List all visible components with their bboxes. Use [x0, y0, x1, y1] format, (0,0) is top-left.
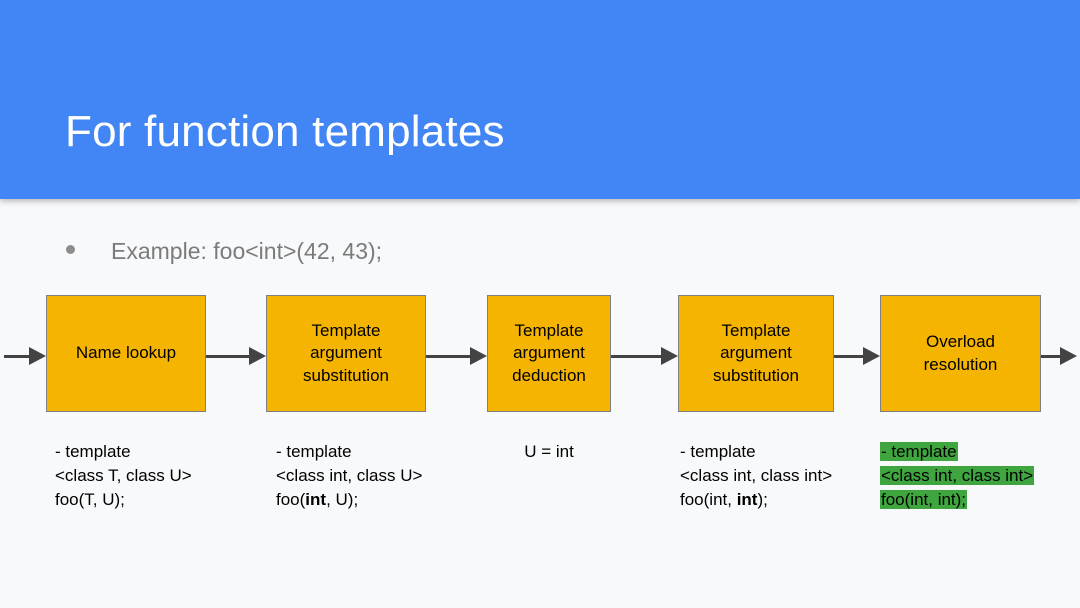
caption-highlight: <class int, class int> [880, 466, 1035, 486]
flow-box-line: argument [513, 343, 585, 363]
slide-header-banner: For function templates [0, 0, 1080, 199]
arrow-head-icon [249, 347, 266, 365]
flow-box-label: Name lookup [76, 342, 176, 365]
arrow-head-icon [470, 347, 487, 365]
caption-text: foo( [276, 490, 306, 510]
caption-highlight: - template [880, 442, 958, 461]
caption-substitution-2: - template<class int, class int>foo(int,… [680, 440, 832, 512]
caption-line: - template [680, 440, 832, 464]
caption-text: foo(int, int); [881, 490, 967, 510]
caption-line: - template [55, 440, 192, 464]
caption-name-lookup: - template <class T, class U> foo(T, U); [55, 440, 192, 512]
caption-text: ); [757, 490, 768, 510]
arrow-shaft [206, 354, 250, 358]
flow-box-line: Template [721, 320, 791, 340]
flow-box-line: Template [514, 320, 584, 340]
arrow-into-name-lookup [4, 344, 46, 368]
caption-line: - template [880, 440, 1034, 464]
caption-line: <class T, class U> [55, 464, 192, 488]
caption-text: <class int, class U> [276, 466, 423, 486]
flow-box-template-argument-substitution-2[interactable]: Template argument substitution [678, 295, 834, 412]
slide-body: Example: foo<int>(42, 43); [0, 199, 1080, 608]
caption-text: , U); [326, 490, 359, 510]
caption-text: <class int, class int> [881, 466, 1034, 486]
arrow-out-of-overload-resolution [1041, 344, 1077, 368]
caption-text: - template [881, 442, 957, 461]
caption-text: - template [276, 442, 352, 461]
arrow-head-icon [29, 347, 46, 365]
caption-text: <class T, class U> [55, 466, 192, 486]
bullet-dot-icon [66, 245, 75, 254]
flow-box-line: substitution [303, 365, 389, 385]
flow-box-label: Template argument deduction [512, 320, 586, 388]
caption-text: foo(T, U); [55, 490, 125, 510]
flow-box-line: substitution [713, 365, 799, 385]
flow-box-name-lookup[interactable]: Name lookup [46, 295, 206, 412]
flow-box-line: Template [311, 320, 381, 340]
caption-line: foo(int, int); [680, 488, 832, 512]
caption-emphasis: int [736, 490, 758, 510]
flow-box-overload-resolution[interactable]: Overload resolution [880, 295, 1041, 412]
flow-box-line: argument [310, 343, 382, 363]
caption-line: - template [276, 440, 422, 464]
bullet-item-label: Example: foo<int>(42, 43); [111, 238, 383, 264]
arrow-2-to-3 [426, 344, 487, 368]
caption-text: <class int, class int> [680, 466, 833, 486]
flow-box-template-argument-deduction[interactable]: Template argument deduction [487, 295, 611, 412]
caption-text: U = int [524, 442, 574, 461]
arrow-shaft [426, 354, 471, 358]
flow-box-line: Name lookup [75, 343, 177, 363]
arrow-4-to-5 [834, 344, 880, 368]
caption-text: - template [55, 442, 131, 461]
caption-text: foo(int, [680, 490, 737, 510]
caption-deduction: U = int [487, 440, 611, 464]
caption-line: <class int, class U> [276, 464, 422, 488]
caption-line: foo(int, int); [880, 488, 1034, 512]
caption-highlight: foo(int, int); [880, 490, 968, 510]
arrow-shaft [1041, 354, 1061, 358]
arrow-3-to-4 [611, 344, 678, 368]
arrow-head-icon [863, 347, 880, 365]
flow-diagram: Name lookup Template argument substituti… [0, 199, 1080, 608]
arrow-1-to-2 [206, 344, 266, 368]
flow-box-line: argument [720, 343, 792, 363]
caption-line: <class int, class int> [680, 464, 832, 488]
arrow-shaft [4, 354, 30, 358]
caption-overload-resolution: - template <class int, class int> foo(int,… [880, 440, 1035, 512]
page-title: For function templates [65, 107, 505, 156]
flow-box-label: Template argument substitution [303, 320, 389, 388]
caption-line: foo(T, U); [55, 488, 192, 512]
bullet-item-example: Example: foo<int>(42, 43); [66, 238, 382, 265]
flow-box-label: Overload resolution [924, 331, 998, 376]
flow-box-line: Overload [926, 331, 995, 351]
caption-line: foo(int, U); [276, 488, 422, 512]
arrow-shaft [834, 354, 864, 358]
arrow-shaft [611, 354, 662, 358]
flow-box-line: deduction [512, 365, 586, 385]
arrow-head-icon [661, 347, 678, 365]
flow-box-label: Template argument substitution [713, 320, 799, 388]
caption-emphasis: int [305, 490, 327, 510]
flow-box-template-argument-substitution-1[interactable]: Template argument substitution [266, 295, 426, 412]
caption-text: - template [680, 442, 756, 461]
arrow-head-icon [1060, 347, 1077, 365]
caption-substitution-1: - template<class int, class U>foo(int, U… [276, 440, 422, 512]
flow-box-line: resolution [923, 354, 998, 374]
caption-line: <class int, class int> [880, 464, 1035, 488]
caption-line: U = int [487, 440, 611, 464]
